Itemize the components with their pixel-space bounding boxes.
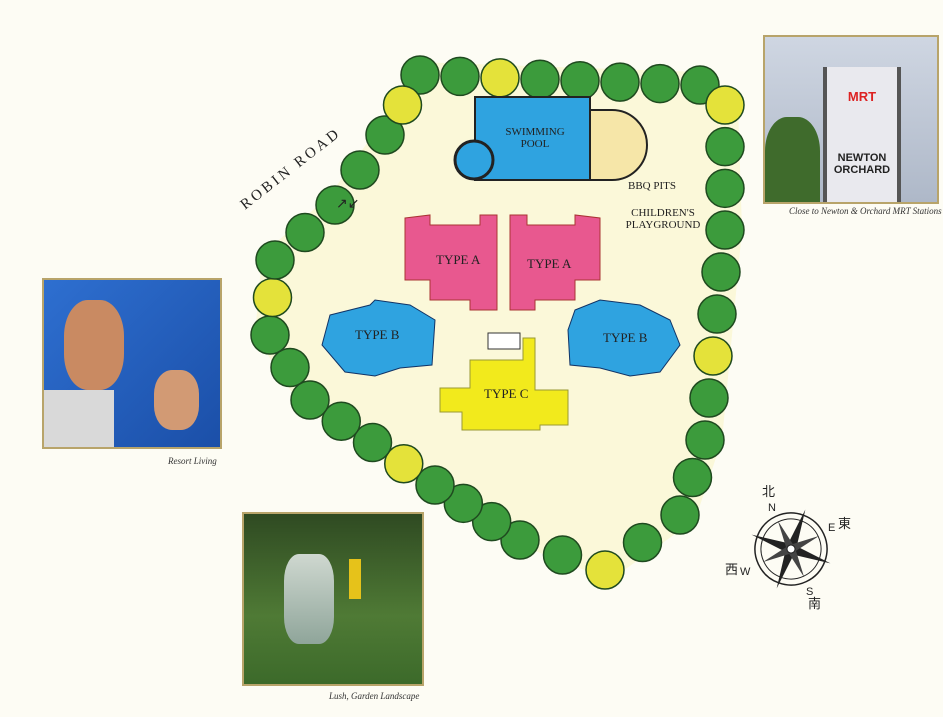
building-type-b-right bbox=[567, 299, 681, 377]
resort-living-photo bbox=[42, 278, 222, 449]
playground-label: CHILDREN'S PLAYGROUND bbox=[625, 207, 701, 231]
type-b-left-label: TYPE B bbox=[355, 327, 400, 342]
type-b-right-label: TYPE B bbox=[603, 330, 648, 345]
compass-east: E bbox=[828, 522, 836, 534]
compass-rose bbox=[751, 509, 831, 589]
bbq-pits-label: BBQ PITS bbox=[628, 180, 676, 192]
compass-east-cn: 東 bbox=[838, 516, 852, 531]
tree bbox=[270, 347, 310, 388]
building-type-a-right bbox=[509, 214, 601, 311]
tree bbox=[290, 380, 330, 420]
type-a-right-label: TYPE A bbox=[527, 256, 572, 271]
palm-tree bbox=[693, 336, 733, 376]
tree bbox=[697, 294, 737, 334]
garden-landscape-caption: Lush, Garden Landscape bbox=[329, 691, 420, 701]
tree bbox=[685, 420, 725, 460]
mrt-sign-newton: NEWTON bbox=[837, 152, 887, 164]
tree bbox=[440, 56, 480, 97]
garden-landscape-photo bbox=[242, 512, 424, 686]
building-type-c bbox=[439, 337, 569, 431]
compass-west-cn: 西 bbox=[725, 562, 739, 577]
lift-core bbox=[487, 332, 521, 350]
tree bbox=[250, 315, 290, 355]
mrt-sign-orchard: ORCHARD bbox=[833, 164, 891, 176]
tree bbox=[542, 535, 583, 575]
tree bbox=[600, 62, 640, 102]
tree bbox=[400, 55, 440, 95]
palm-tree bbox=[705, 85, 745, 125]
compass-south-cn: 南 bbox=[808, 596, 822, 611]
palm-tree bbox=[585, 550, 625, 590]
tree bbox=[352, 422, 393, 463]
tree bbox=[560, 60, 600, 101]
tree bbox=[705, 168, 745, 209]
tree bbox=[321, 401, 361, 441]
tree bbox=[701, 252, 741, 292]
type-a-left-label: TYPE A bbox=[436, 252, 481, 267]
compass-south: S bbox=[806, 586, 814, 598]
building-type-b-left bbox=[321, 299, 436, 377]
palm-tree bbox=[382, 85, 423, 125]
mrt-photo: MRT NEWTON ORCHARD bbox=[763, 35, 939, 204]
tree bbox=[622, 522, 663, 563]
palm-tree bbox=[384, 444, 424, 484]
palm-tree bbox=[480, 58, 520, 98]
tree bbox=[471, 501, 512, 542]
building-type-a-left bbox=[404, 214, 498, 311]
tree bbox=[705, 210, 745, 250]
tree bbox=[672, 457, 713, 498]
resort-living-caption: Resort Living bbox=[168, 456, 217, 466]
palm-tree bbox=[252, 277, 293, 318]
tree bbox=[340, 150, 380, 190]
swimming-pool bbox=[453, 96, 648, 181]
tree bbox=[365, 115, 405, 155]
tree bbox=[443, 483, 484, 524]
mrt-logo: MRT bbox=[847, 89, 877, 104]
mrt-caption: Close to Newton & Orchard MRT Stations bbox=[789, 206, 942, 216]
tree-border bbox=[250, 55, 745, 590]
tree bbox=[520, 59, 560, 100]
tree bbox=[255, 240, 295, 280]
tree bbox=[285, 212, 325, 253]
compass-west: W bbox=[740, 566, 751, 578]
tree bbox=[689, 378, 729, 418]
tree bbox=[315, 185, 355, 225]
compass-north: N bbox=[768, 502, 776, 514]
type-c-label: TYPE C bbox=[484, 386, 529, 401]
tree bbox=[660, 495, 700, 535]
compass-north-cn: 北 bbox=[762, 484, 776, 499]
tree bbox=[415, 465, 455, 505]
road-access-arrows: ↗↙ bbox=[336, 197, 359, 212]
tree bbox=[640, 63, 680, 104]
tree bbox=[705, 126, 745, 167]
pool-label: SWIMMING POOL bbox=[505, 126, 565, 150]
tree bbox=[500, 520, 540, 560]
